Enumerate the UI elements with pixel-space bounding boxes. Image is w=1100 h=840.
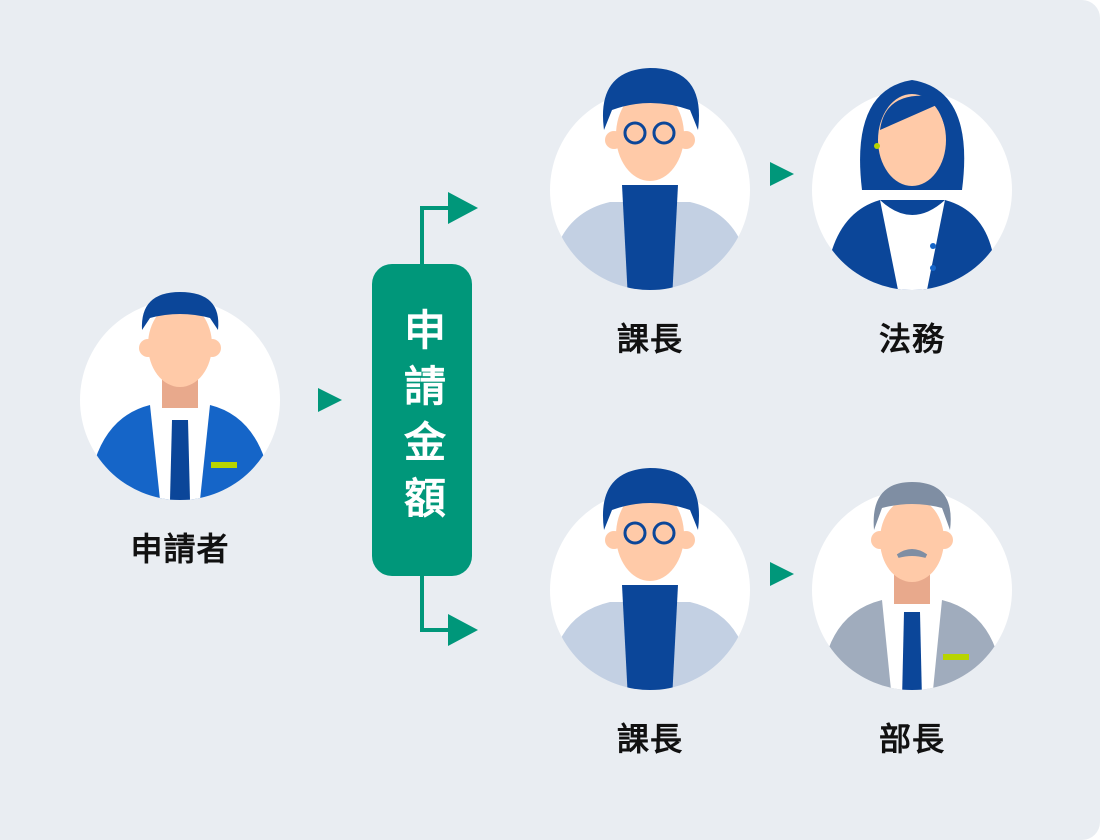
arrow-icon <box>770 162 794 186</box>
legal-avatar <box>812 80 1012 290</box>
bottom-approver2-label: 部長 <box>878 720 945 758</box>
condition-amount-box: 申請金額 <box>372 264 472 576</box>
section-chief-avatar-bottom <box>550 468 750 690</box>
top-approver1-label: 課長 <box>616 320 683 358</box>
condition-label: 申請金額 <box>397 308 447 532</box>
applicant-label: 申請者 <box>130 530 230 568</box>
arrow-icon <box>448 614 478 646</box>
section-chief-avatar-top <box>550 68 750 290</box>
arrow-icon <box>448 192 478 224</box>
arrow-icon <box>770 562 794 586</box>
top-approver2-label: 法務 <box>878 320 945 358</box>
applicant-avatar <box>80 292 280 500</box>
branch-line-top <box>420 206 452 264</box>
arrow-icon <box>318 388 342 412</box>
branch-line-bottom <box>420 576 452 632</box>
bottom-approver1-label: 課長 <box>616 720 683 758</box>
department-head-avatar <box>812 482 1012 690</box>
